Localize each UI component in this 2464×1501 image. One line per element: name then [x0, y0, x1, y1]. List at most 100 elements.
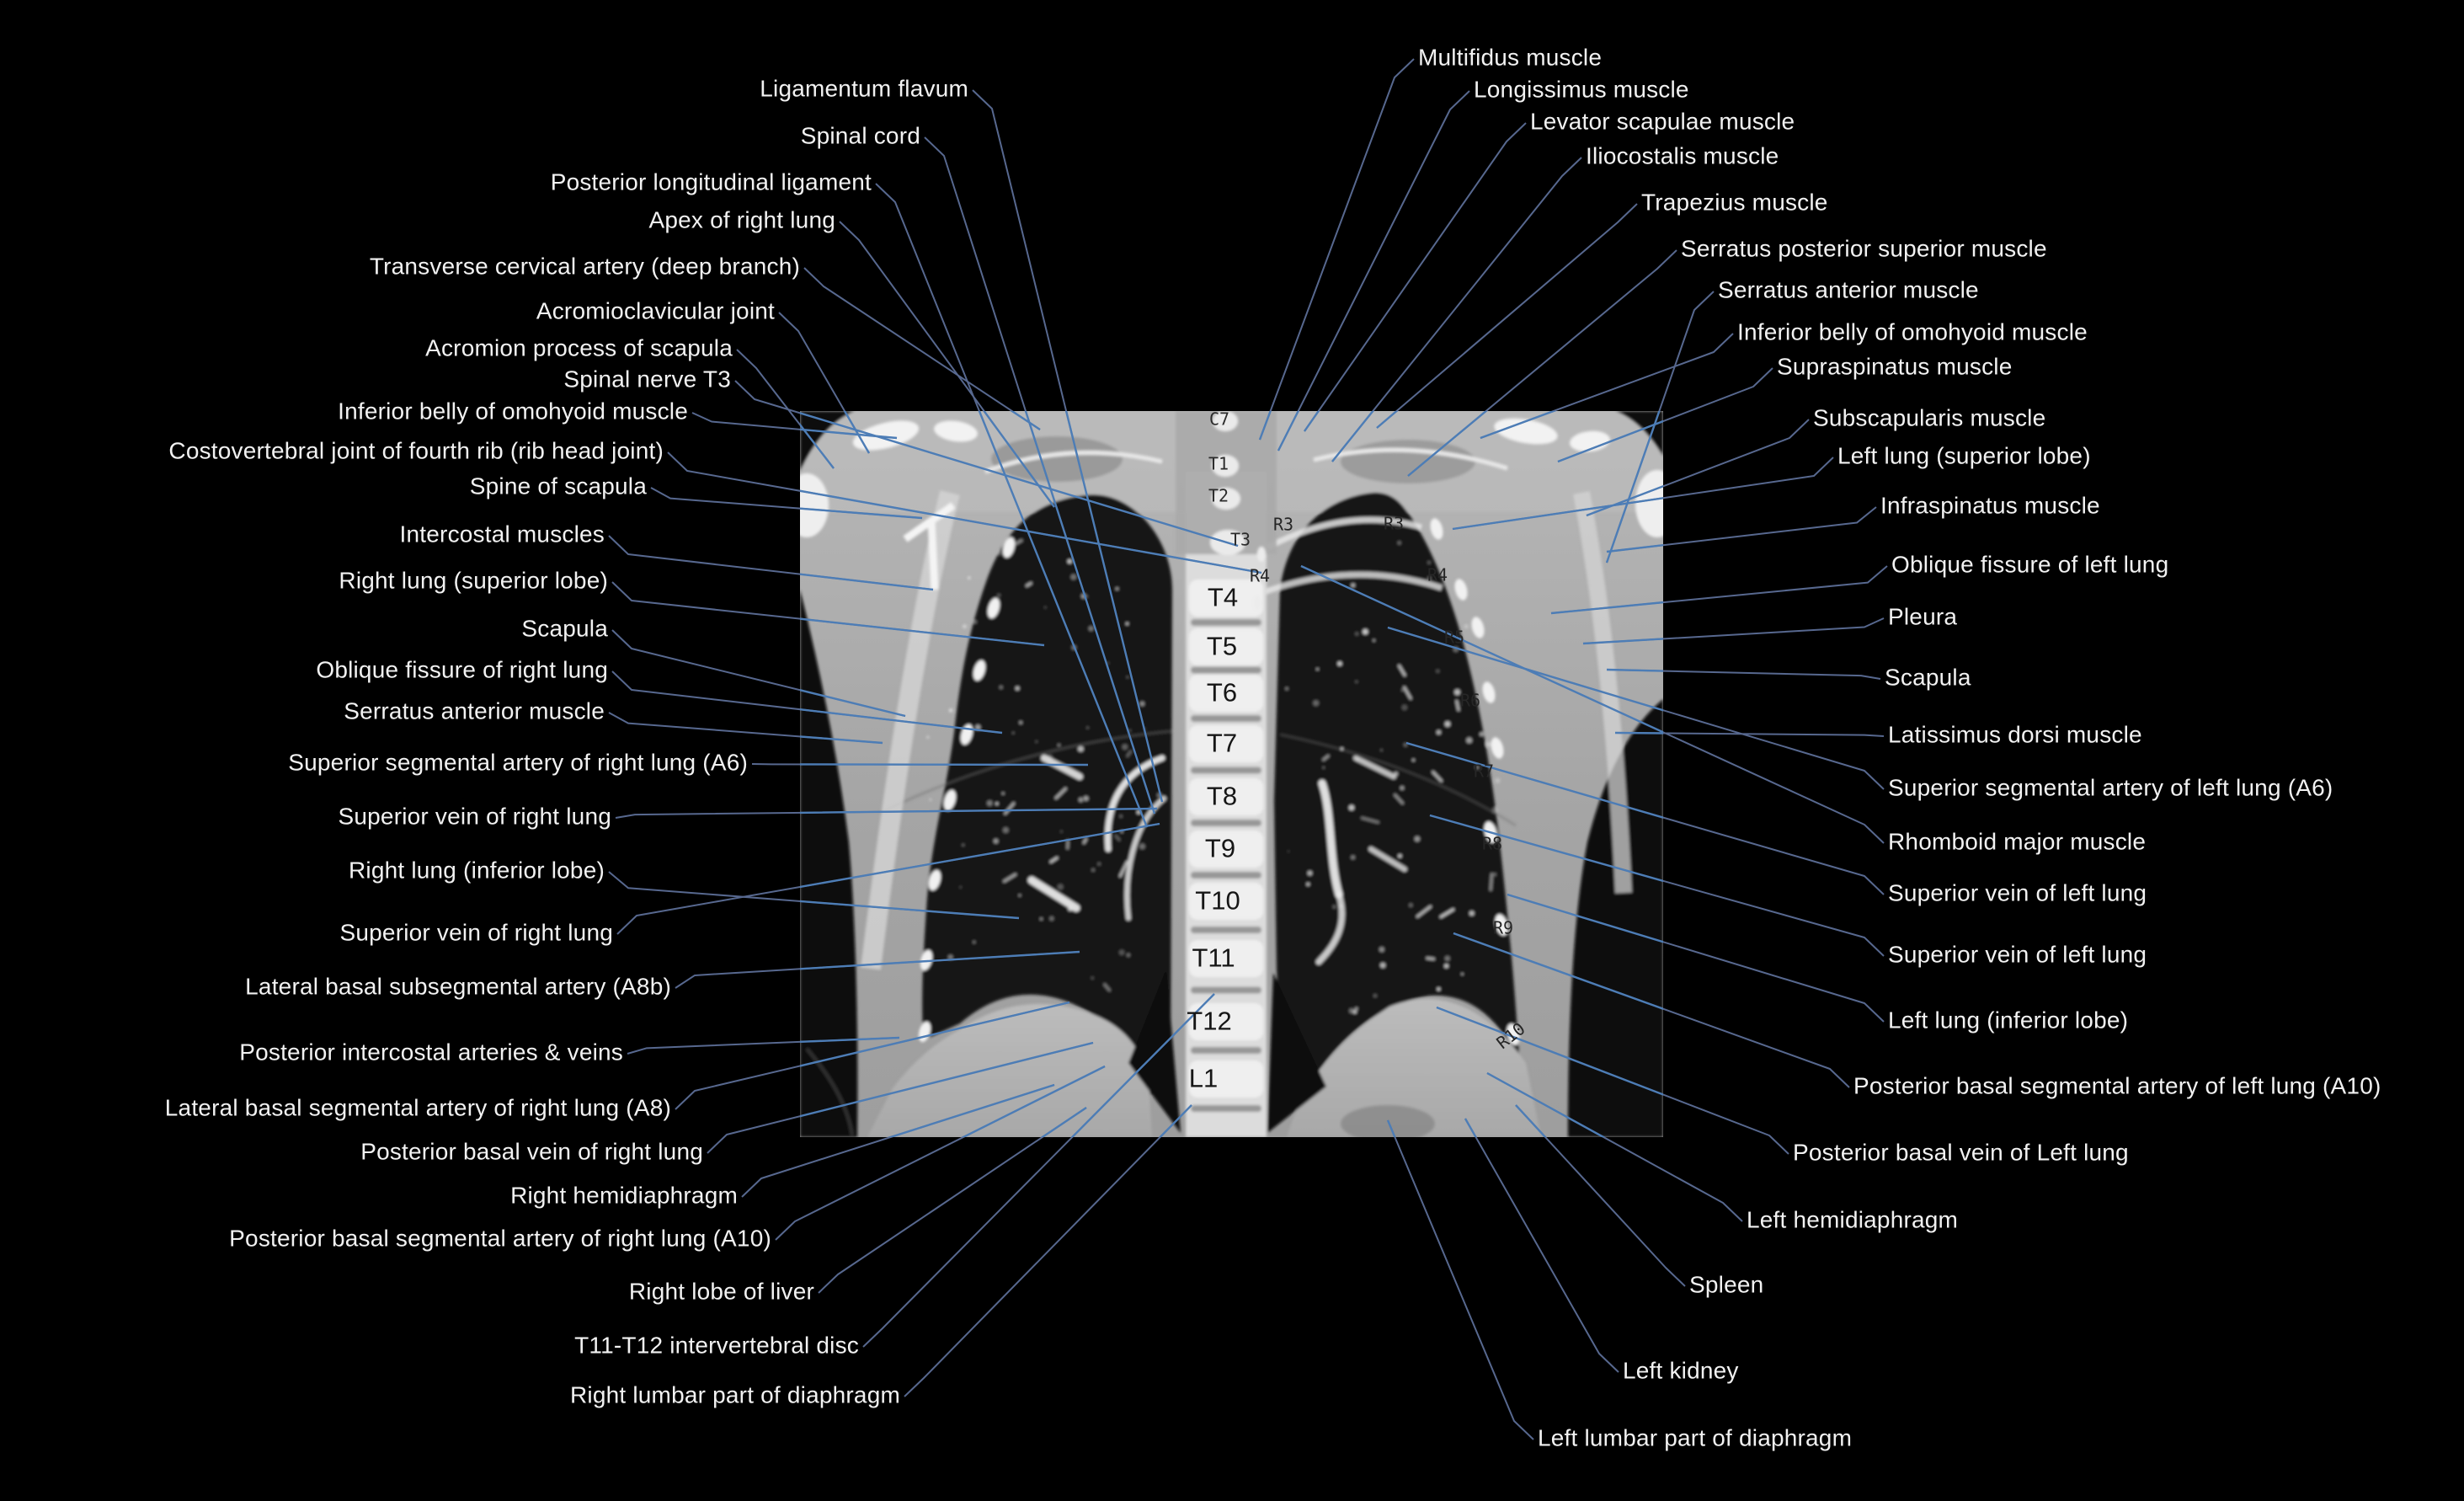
leader-line-inner — [1436, 1006, 1663, 1096]
leader-line-inner — [800, 807, 1158, 815]
vertebra-label: T8 — [1206, 781, 1238, 811]
leader-line-inner — [1486, 1071, 1606, 1137]
anatomy-label: Serratus anterior muscle — [1718, 276, 1979, 303]
leader-line-inner — [800, 1041, 1094, 1118]
vertebral-body — [1189, 940, 1263, 977]
vertebra-label: T9 — [1204, 833, 1236, 863]
leader-line — [803, 267, 1041, 430]
anatomy-label: Acromion process of scapula — [425, 334, 733, 361]
first-rib-arc-left — [984, 450, 1163, 474]
anatomy-label: Costovertebral joint of fourth rib (rib … — [168, 437, 664, 464]
anatomy-label: Oblique fissure of left lung — [1891, 551, 2169, 578]
anatomy-label: Right lung (superior lobe) — [339, 567, 608, 594]
leader-line-inner — [800, 1001, 1070, 1067]
right-costophrenic-recess — [1128, 969, 1181, 1133]
anatomy-label: Superior vein of left lung — [1888, 941, 2147, 968]
pulmonary-vessel-specks — [926, 539, 1501, 1014]
anatomy-label: Left hemidiaphragm — [1747, 1206, 1959, 1233]
left-hemidiaphragm-spleen — [1287, 999, 1541, 1137]
vertebral-body — [1189, 725, 1263, 762]
anatomy-label: Rhomboid major muscle — [1888, 828, 2147, 855]
intervertebral-disc — [1191, 715, 1261, 722]
anatomy-label: Supraspinatus muscle — [1777, 353, 2013, 380]
left-acromion-bone — [934, 420, 978, 442]
rib-oval — [1495, 914, 1508, 936]
corner-dark-topleft — [800, 411, 855, 472]
rib-label: R3 — [1272, 514, 1294, 535]
vertebra-label: T1 — [1208, 453, 1229, 474]
rib-label: R6 — [1459, 690, 1481, 711]
intervertebral-disc — [1191, 619, 1261, 626]
rib4-arc — [1251, 571, 1443, 600]
leader-lines-over-ct — [800, 411, 1663, 1137]
anatomy-label: Serratus posterior superior muscle — [1681, 235, 2047, 262]
anatomy-label: Superior vein of left lung — [1888, 879, 2147, 906]
anatomy-label: Posterior basal vein of right lung — [360, 1138, 703, 1165]
leader-line-inner — [1464, 1118, 1477, 1137]
leader-line-inner — [1258, 411, 1272, 441]
leader-line — [1259, 58, 1415, 441]
rib-label: R4 — [1249, 565, 1271, 586]
intervertebral-disc — [1191, 927, 1261, 933]
anatomy-label: Right lung (inferior lobe) — [348, 857, 605, 884]
vertebra-label: T5 — [1206, 631, 1238, 661]
vertebra-label: T12 — [1187, 1006, 1232, 1036]
rib-oval — [1002, 537, 1016, 558]
vertebral-body — [1189, 675, 1263, 712]
intervertebral-disc — [1191, 820, 1261, 826]
anatomy-label: Spinal nerve T3 — [563, 366, 731, 393]
left-oblique-fissure — [1279, 733, 1517, 827]
leader-line-inner — [1064, 411, 1164, 803]
leader-line-inner — [800, 489, 1262, 574]
outside-body-left — [800, 590, 858, 1137]
anatomy-label: Right lobe of liver — [628, 1278, 814, 1305]
vertebra-label: L1 — [1188, 1063, 1219, 1093]
leader-line-inner — [800, 900, 1020, 920]
leader-line — [904, 1104, 1192, 1397]
vertebra-label: T7 — [1206, 728, 1238, 758]
leader-line-inner — [800, 617, 1045, 647]
anatomy-label: Ligamentum flavum — [760, 75, 968, 102]
rib-oval — [1482, 681, 1496, 703]
anatomy-label: Spinal cord — [800, 122, 920, 149]
anatomy-label: Right hemidiaphragm — [510, 1182, 738, 1209]
leader-line — [1480, 333, 1734, 439]
leader-line-inner — [1386, 1119, 1396, 1137]
right-clavicle-bone — [1494, 418, 1558, 445]
soft-tissue-shadow-left — [991, 436, 1123, 482]
leader-line-inner — [887, 1083, 1055, 1137]
leader-line-inner — [1300, 564, 1663, 734]
soft-tissue-shadow-right — [1341, 440, 1475, 483]
anatomy-label: Longissimus muscle — [1474, 76, 1689, 103]
anatomy-label: Lateral basal subsegmental artery (A8b) — [245, 973, 671, 1000]
stomach-gas — [1341, 1105, 1435, 1137]
vertebral-body — [1189, 1060, 1263, 1098]
leader-line-inner — [1507, 893, 1663, 943]
leader-line-inner — [800, 412, 1239, 548]
anatomy-label: Scapula — [521, 615, 608, 642]
anatomy-label: Latissimus dorsi muscle — [1888, 721, 2142, 748]
left-scapula-blade — [861, 490, 960, 970]
leader-line-inner — [1605, 411, 1661, 564]
intervertebral-disc — [1191, 1105, 1261, 1112]
anatomy-label: Transverse cervical artery (deep branch) — [369, 253, 800, 280]
anatomy-label: Spine of scapula — [469, 473, 647, 499]
leader-line — [1614, 732, 1885, 737]
leader-line-inner — [1387, 626, 1663, 712]
leader-line-inner — [1452, 497, 1663, 531]
intervertebral-disc — [1191, 986, 1261, 994]
leader-line-inner — [961, 1065, 1106, 1137]
anatomy-label: Left lung (inferior lobe) — [1888, 1007, 2129, 1034]
rib-oval — [943, 789, 957, 811]
right-hemidiaphragm-liver — [867, 1003, 1152, 1137]
outside-body-left-arc — [805, 1047, 854, 1136]
leader-line-inner — [800, 1036, 900, 1044]
rib-oval — [1491, 737, 1504, 759]
leader-line — [1376, 203, 1638, 429]
vertebra-label: T2 — [1208, 485, 1229, 506]
leader-line-inner — [800, 822, 1160, 889]
leader-line-inner — [1586, 484, 1663, 517]
left-humeral-head — [800, 473, 829, 537]
